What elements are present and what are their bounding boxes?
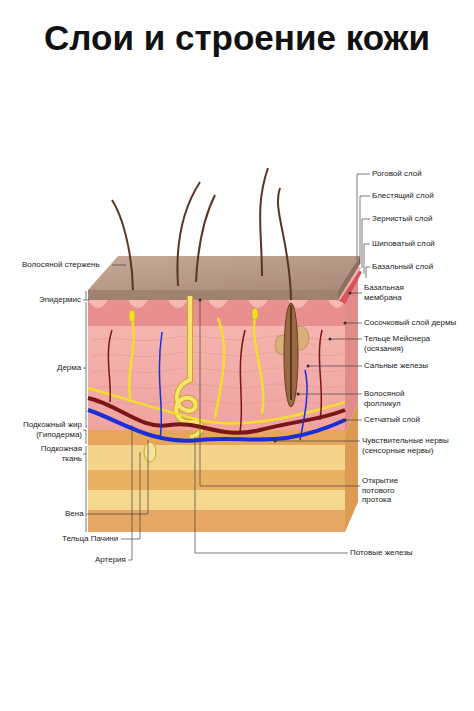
- part-label: Зернистый слой: [372, 214, 432, 224]
- part-label: Базальный слой: [372, 262, 433, 272]
- part-label: Чувствительные нервы (сенсорные нервы): [362, 436, 462, 455]
- leader-line: [83, 174, 370, 560]
- vein: [88, 410, 345, 441]
- fat-band: [88, 470, 345, 490]
- part-label: Сальные железы: [364, 361, 428, 371]
- epidermis-side: [338, 256, 360, 300]
- part-label: Блестящий слой: [372, 191, 434, 201]
- hair-root: [290, 305, 292, 400]
- part-label: Сетчатый слой: [364, 415, 420, 425]
- fat-band: [88, 510, 345, 532]
- epidermis-front: [88, 290, 338, 300]
- part-label: Сосочковый слой дермы: [364, 318, 456, 328]
- capillary: [108, 330, 322, 433]
- part-label: Тельце Мейснера (осязания): [364, 334, 444, 353]
- title: Слои и строение кожи: [0, 18, 474, 58]
- part-label: Открытие потового протока: [362, 476, 410, 505]
- part-label: Волосяной фолликул: [364, 389, 414, 408]
- fat-band: [88, 490, 345, 510]
- part-label: Подкожная ткань: [22, 444, 82, 463]
- capillary: [159, 332, 307, 440]
- part-label: Потовые железы: [350, 548, 413, 558]
- part-label: Базальная мембрана: [364, 283, 412, 302]
- part-label: Шиповатый слой: [372, 239, 435, 249]
- part-label: Тельца Пачини: [62, 534, 118, 544]
- fat-band: [88, 445, 345, 470]
- leader-dot: [199, 292, 352, 443]
- meissner-corpuscle: [129, 310, 135, 322]
- hair-follicle: [284, 303, 298, 407]
- part-label: Артерия: [95, 555, 126, 565]
- fat-side: [345, 402, 358, 532]
- part-label: Подкожный жир (Гиподерма): [10, 420, 82, 439]
- part-label: Роговой слой: [372, 169, 422, 179]
- part-label: Эпидермис: [39, 295, 81, 305]
- pacini-corpuscle: [144, 442, 156, 462]
- part-label: Вена: [65, 509, 84, 519]
- hair-shaft: [112, 168, 291, 300]
- epidermis-surface: [88, 256, 360, 290]
- part-label: Дерма: [57, 363, 81, 373]
- part-label: Волосяной стержень: [22, 260, 100, 270]
- meissner-corpuscle: [252, 308, 258, 320]
